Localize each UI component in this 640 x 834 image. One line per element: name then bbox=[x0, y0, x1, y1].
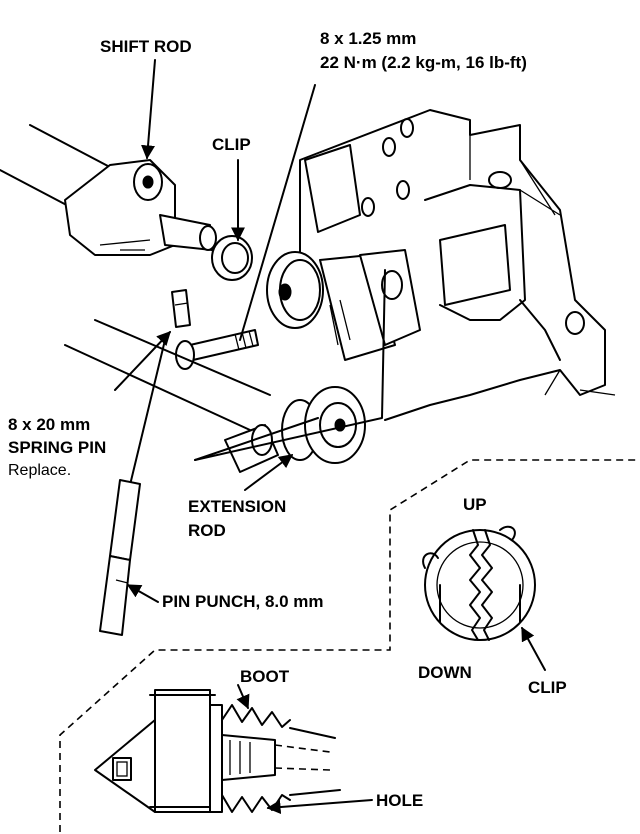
extension-rod-leader bbox=[194, 417, 319, 461]
boot-arrow bbox=[236, 684, 250, 710]
extension-rod-label-line2: ROD bbox=[188, 521, 226, 540]
shift-rod bbox=[0, 124, 217, 256]
hole-label: HOLE bbox=[376, 791, 423, 810]
clip-detail-arrow bbox=[521, 626, 546, 671]
torque-label: 22 N·m (2.2 kg-m, 16 lb-ft) bbox=[320, 53, 527, 72]
extension-rod-label-line1: EXTENSION bbox=[188, 497, 286, 516]
extension-rod-part bbox=[64, 319, 366, 473]
pin-punch-arrow bbox=[126, 584, 159, 603]
shift-lever-boss bbox=[266, 249, 421, 361]
transmission-case bbox=[299, 109, 616, 421]
spring-pin-arrow bbox=[114, 330, 171, 391]
boot-label: BOOT bbox=[240, 667, 290, 686]
up-label: UP bbox=[463, 495, 487, 514]
clip-label: CLIP bbox=[212, 135, 251, 154]
pin-punch-label: PIN PUNCH, 8.0 mm bbox=[162, 592, 324, 611]
replace-note: Replace. bbox=[8, 462, 71, 479]
boot-detail-drawing bbox=[94, 689, 341, 813]
extension-rod-leader-2 bbox=[194, 269, 386, 461]
spring-pin-size-label: 8 x 20 mm bbox=[8, 415, 90, 434]
down-label: DOWN bbox=[418, 663, 472, 682]
bolt-size-label: 8 x 1.25 mm bbox=[320, 29, 416, 48]
bolt-part bbox=[175, 329, 259, 370]
spring-pin-label: SPRING PIN bbox=[8, 438, 106, 457]
clip-detail-drawing bbox=[422, 525, 536, 641]
clip-detail-label: CLIP bbox=[528, 678, 567, 697]
pin-punch-part bbox=[99, 339, 166, 636]
shift-rod-arrow bbox=[141, 59, 156, 160]
extension-rod-arrow bbox=[244, 454, 294, 491]
bolt-leader bbox=[239, 84, 316, 341]
shift-rod-label: SHIFT ROD bbox=[100, 37, 192, 56]
detail-inset-border bbox=[59, 459, 640, 832]
spring-pin-part bbox=[171, 289, 191, 328]
clip-part bbox=[211, 235, 253, 281]
hole-arrow bbox=[266, 799, 373, 815]
